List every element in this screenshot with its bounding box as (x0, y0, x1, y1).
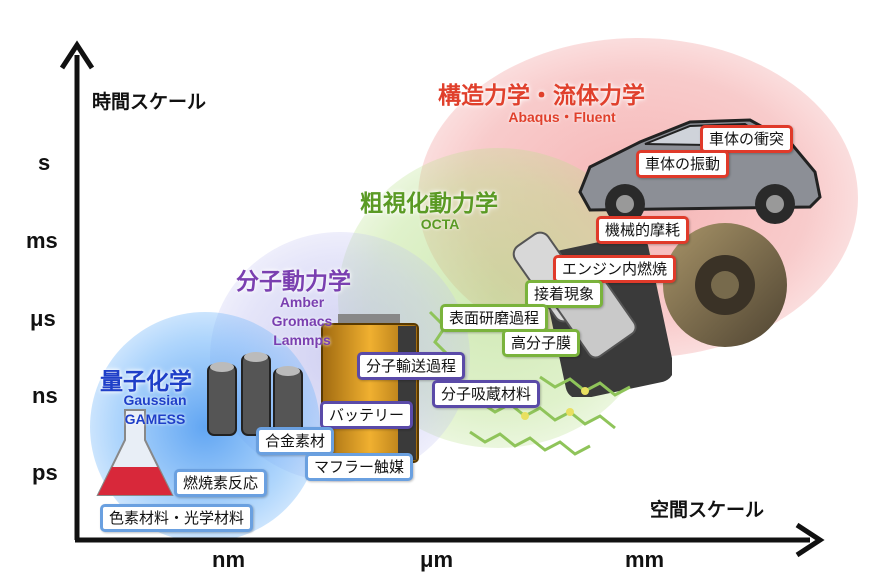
molecular-software-lammps: Lammps (273, 332, 331, 348)
coarse-title: 粗視化動力学 (360, 191, 498, 217)
x-tick-um: μm (420, 547, 454, 572)
x-axis-title: 空間スケール (650, 499, 765, 521)
label-molecular-transport: 分子輸送過程 (357, 352, 466, 380)
label-adhesion: 接着現象 (525, 280, 604, 308)
label-combustion-reaction: 燃焼素反応 (174, 469, 268, 497)
molecular-software-amber: Amber (279, 294, 325, 310)
coarse-software: OCTA (420, 216, 460, 232)
x-tick-mm: mm (625, 547, 665, 572)
label-polymer-film: 高分子膜 (502, 329, 581, 357)
molecular-software-gromacs: Gromacs (271, 313, 333, 329)
label-car-vibration: 車体の振動 (636, 150, 730, 178)
y-tick-ns: ns (32, 383, 58, 408)
molecule-illustration (428, 310, 631, 456)
x-tick-nm: nm (212, 547, 245, 572)
gear-illustration (663, 223, 787, 347)
quantum-title: 量子化学 (100, 369, 192, 395)
y-tick-us: μs (30, 306, 56, 331)
label-mechanical-wear: 機械的摩耗 (596, 216, 690, 244)
quantum-software-gaussian: Gaussian (123, 392, 187, 408)
label-engine-combustion: エンジン内燃焼 (553, 255, 677, 283)
flask-illustration (96, 409, 174, 496)
structural-title: 構造力学・流体力学 (438, 83, 645, 109)
y-tick-s: s (38, 150, 51, 175)
y-axis-title: 時間スケール (92, 91, 207, 113)
y-tick-ps: ps (32, 460, 58, 485)
label-battery: バッテリー (320, 401, 414, 429)
label-surface-polishing: 表面研磨過程 (440, 304, 549, 332)
structural-software: Abaqus・Fluent (508, 109, 616, 125)
label-alloy: 合金素材 (256, 427, 335, 455)
label-car-crash: 車体の衝突 (700, 125, 794, 153)
label-pigment-optical: 色素材料・光学材料 (100, 504, 254, 532)
label-molecular-absorption: 分子吸蔵材料 (432, 380, 541, 408)
molecular-title: 分子動力学 (236, 269, 351, 295)
quantum-software-gamess: GAMESS (124, 411, 186, 427)
label-muffler-catalyst: マフラー触媒 (305, 453, 414, 481)
alloy-cylinders-illustration (207, 352, 303, 436)
y-tick-ms: ms (26, 228, 58, 253)
